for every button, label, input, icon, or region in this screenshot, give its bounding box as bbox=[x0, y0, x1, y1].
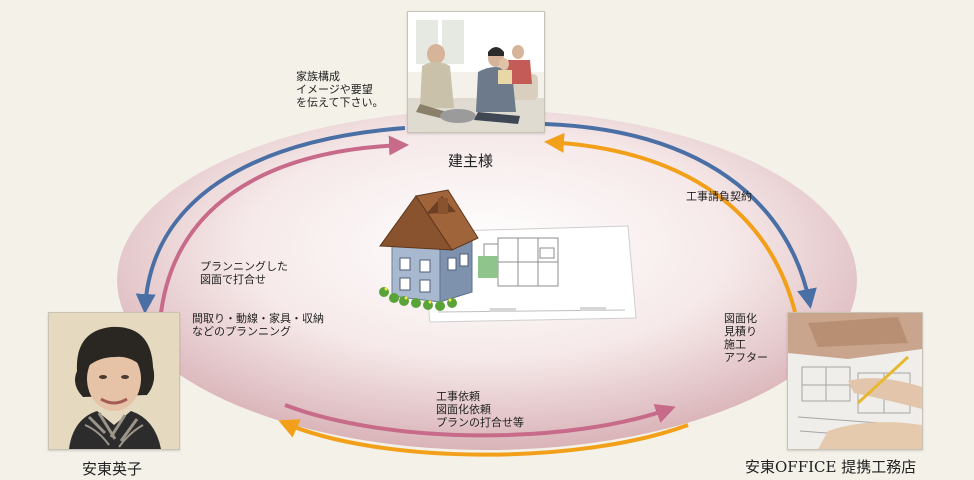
blueprint-photo bbox=[787, 312, 923, 450]
note-line: イメージや要望 bbox=[296, 83, 373, 96]
note-line: などのプランニング bbox=[192, 325, 291, 338]
note-line: 見積り bbox=[724, 325, 757, 338]
office-to-client-arrow bbox=[544, 132, 797, 313]
office-label: 安東OFFICE 提携工務店 bbox=[745, 458, 917, 476]
note-line: 図面で打合せ bbox=[200, 273, 266, 286]
family-photo-image bbox=[408, 12, 544, 132]
note-line: 工事依頼 bbox=[436, 390, 480, 403]
note-designer-office: 工事依頼 図面化依頼 プランの打合せ等 bbox=[436, 390, 524, 429]
note-line: プランニングした bbox=[200, 260, 288, 273]
note-client-to-designer: 家族構成 イメージや要望 を伝えて下さい。 bbox=[296, 70, 383, 109]
house-with-floorplan-icon bbox=[379, 189, 637, 323]
note-line: を伝えて下さい。 bbox=[296, 96, 384, 109]
note-line: 家族構成 bbox=[296, 70, 340, 83]
designer-label: 安東英子 bbox=[82, 460, 143, 478]
designer-to-client-arrow bbox=[158, 135, 409, 323]
note-line: プランの打合せ等 bbox=[436, 416, 524, 429]
family-photo bbox=[407, 11, 545, 133]
note-office-work: 図面化 見積り 施工 アフター bbox=[724, 312, 768, 364]
client-to-designer-arrow bbox=[135, 126, 406, 314]
note-line: アフター bbox=[724, 351, 768, 364]
blueprint-photo-image bbox=[788, 313, 922, 449]
note-line: 間取り・動線・家具・収納 bbox=[192, 312, 324, 325]
note-line: 図面化依頼 bbox=[436, 403, 491, 416]
designer-portrait-image bbox=[49, 313, 179, 449]
note-line: 工事請負契約 bbox=[686, 190, 752, 203]
note-designer-to-client: プランニングした 図面で打合せ bbox=[200, 260, 288, 286]
designer-to-office-arrow bbox=[284, 403, 676, 438]
client-label: 建主様 bbox=[448, 152, 494, 170]
note-line: 施工 bbox=[724, 338, 746, 351]
client-to-office-arrow bbox=[544, 122, 817, 309]
note-line: 図面化 bbox=[724, 312, 757, 325]
note-client-office: 工事請負契約 bbox=[686, 190, 752, 203]
note-designer-work: 間取り・動線・家具・収納 などのプランニング bbox=[192, 312, 324, 338]
designer-portrait bbox=[48, 312, 180, 450]
office-to-designer-arrow bbox=[278, 419, 689, 457]
